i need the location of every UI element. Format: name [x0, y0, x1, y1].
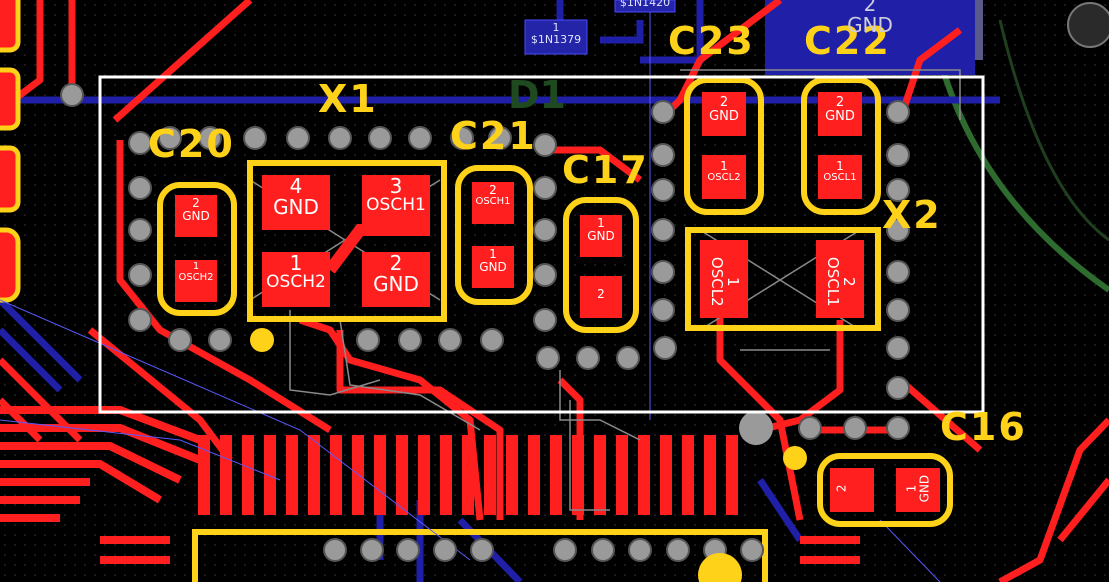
- x1-pad-3[interactable]: [362, 175, 430, 230]
- c20-pad-1[interactable]: [175, 260, 217, 302]
- c21-pad-2[interactable]: [472, 182, 514, 224]
- x2-outline: [685, 227, 881, 331]
- c21-ref: C21: [450, 114, 537, 158]
- ic-pins: [198, 435, 738, 515]
- c16-pad-1[interactable]: [896, 468, 940, 512]
- x1-ref: X1: [318, 77, 378, 121]
- c23-pad-2[interactable]: [702, 92, 746, 136]
- vias: [60, 83, 910, 562]
- c16-pad-2[interactable]: [830, 468, 874, 512]
- ic-outline: [192, 529, 768, 582]
- x2-ref: X2: [882, 193, 942, 237]
- d1-silk-ghost: D1: [508, 73, 566, 117]
- c22-pad-1[interactable]: [818, 155, 862, 199]
- c22-ref: C22: [804, 19, 891, 63]
- c17-pad-1[interactable]: [580, 215, 622, 257]
- board-outline-inner: [998, 19, 1109, 242]
- x1-outline: [247, 160, 447, 322]
- c17-pad-2-label: 2: [597, 287, 605, 301]
- d1-ref: D1: [512, 76, 574, 114]
- pin1-marker: [783, 446, 807, 470]
- c21-pad-1[interactable]: [472, 246, 514, 288]
- pin1-marker: [698, 553, 742, 582]
- net-label-1n1420: $1N1420: [619, 0, 671, 9]
- x2-pad-2[interactable]: [816, 240, 864, 318]
- net-label-box[interactable]: [524, 19, 588, 55]
- c22-pad-2[interactable]: [818, 92, 862, 136]
- bus-traces: [0, 406, 860, 564]
- c17-pad-2[interactable]: [580, 276, 622, 318]
- large-via: [739, 411, 773, 445]
- c20-pad-2[interactable]: [175, 195, 217, 237]
- c17-outline: [563, 197, 639, 333]
- left-edge-pads: [0, 0, 21, 303]
- c20-outline: [157, 182, 237, 316]
- c17-ref: C17: [562, 148, 649, 192]
- c21-outline: [455, 165, 533, 305]
- c22-outline: [801, 77, 881, 215]
- c23-outline: [684, 77, 764, 215]
- c16-pad-2-label: 2: [834, 484, 849, 493]
- pin1-marker: [250, 328, 274, 352]
- net-label-box[interactable]: [614, 0, 676, 13]
- board-outline: [937, 59, 1109, 293]
- selection-box[interactable]: [98, 75, 985, 414]
- top-right-pad[interactable]: [765, 0, 975, 75]
- c16-outline: [817, 453, 953, 527]
- x2-pad-1[interactable]: [700, 240, 748, 318]
- x1-pad-1[interactable]: [262, 252, 330, 307]
- c23-pad-1[interactable]: [702, 155, 746, 199]
- c16-ref: C16: [940, 405, 1027, 449]
- x1-pad-4[interactable]: [262, 175, 330, 230]
- c23-ref: C23: [668, 19, 755, 63]
- mounting-hole: [1067, 2, 1109, 48]
- c20-ref: C20: [148, 122, 235, 166]
- x1-pad-2[interactable]: [362, 252, 430, 307]
- net-label-1n1379: 1$1N1379: [530, 21, 582, 47]
